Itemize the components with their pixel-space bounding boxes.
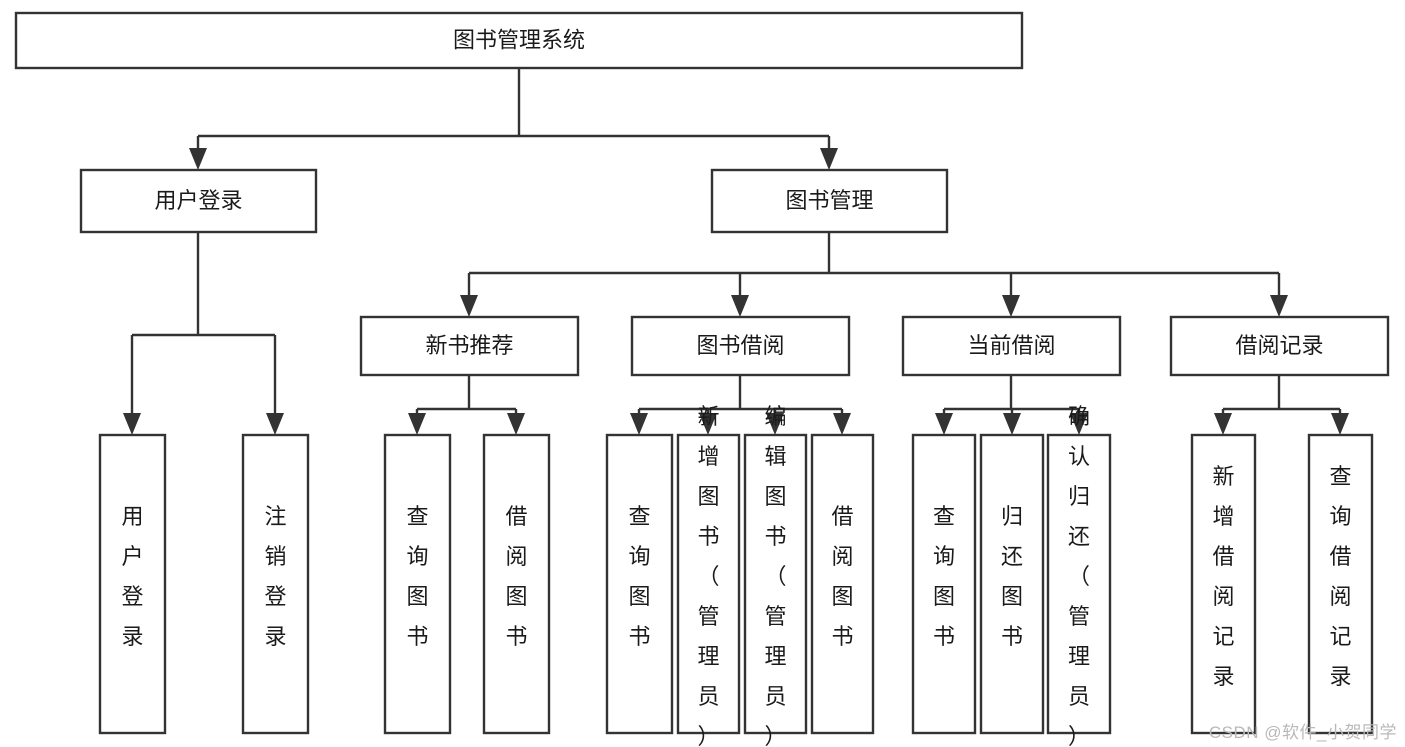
node-label: 注销登录 <box>264 504 286 649</box>
arrow-head-icon <box>766 413 784 435</box>
node-box[interactable] <box>482 433 551 735</box>
node-leaf-borrow-book-rec[interactable]: 借阅图书 <box>482 433 551 735</box>
node-box[interactable] <box>979 433 1045 735</box>
node-box[interactable] <box>743 433 808 735</box>
node-label: 当前借阅 <box>967 333 1055 358</box>
connector-user-login-to-leaves <box>130 232 277 415</box>
arrow-head-icon <box>820 148 838 170</box>
node-box[interactable] <box>1307 433 1374 735</box>
node-label: 编辑图书（管理员） <box>764 404 786 747</box>
node-leaf-query-borrow-record[interactable]: 查询借阅记录 <box>1307 433 1374 735</box>
arrow-head-icon <box>460 295 478 317</box>
node-borrow-record[interactable]: 借阅记录 <box>1169 315 1390 377</box>
node-leaf-edit-book-admin[interactable]: 编辑图书（管理员） <box>743 404 808 747</box>
node-box[interactable] <box>14 11 1024 70</box>
node-leaf-query-book-rec[interactable]: 查询图书 <box>383 433 452 735</box>
node-label: 归还图书 <box>1001 504 1023 649</box>
arrow-head-icon <box>123 413 141 435</box>
node-box[interactable] <box>98 433 167 735</box>
arrow-head-icon <box>1331 413 1349 435</box>
arrow-head-icon <box>1214 413 1232 435</box>
connector-book-borrow-to-leaves <box>637 375 844 415</box>
node-box[interactable] <box>901 315 1122 377</box>
node-new-book-recommend[interactable]: 新书推荐 <box>359 315 580 377</box>
node-box[interactable] <box>79 168 318 234</box>
arrow-head-icon <box>935 413 953 435</box>
node-leaf-user-logout[interactable]: 注销登录 <box>241 433 310 735</box>
node-box[interactable] <box>1046 433 1112 735</box>
node-label: 借阅图书 <box>505 504 527 649</box>
node-label: 图书借阅 <box>696 333 784 358</box>
node-leaf-borrow-book[interactable]: 借阅图书 <box>810 433 875 735</box>
node-box[interactable] <box>1169 315 1390 377</box>
node-layer: 图书管理系统用户登录图书管理新书推荐图书借阅当前借阅借阅记录用户登录注销登录查询… <box>14 11 1390 747</box>
node-book-manage[interactable]: 图书管理 <box>710 168 949 234</box>
connector-borrow-record-to-leaves <box>1221 375 1342 415</box>
arrow-head-icon <box>1002 295 1020 317</box>
arrow-head-icon <box>699 413 717 435</box>
node-label: 新增借阅记录 <box>1212 464 1234 689</box>
node-box[interactable] <box>630 315 851 377</box>
node-current-borrow[interactable]: 当前借阅 <box>901 315 1122 377</box>
node-box[interactable] <box>676 433 741 735</box>
arrow-head-icon <box>1003 413 1021 435</box>
node-label: 借阅图书 <box>831 504 853 649</box>
node-label: 用户登录 <box>121 504 143 649</box>
node-label: 查询图书 <box>406 504 428 649</box>
node-label: 新增图书（管理员） <box>697 404 719 747</box>
arrow-head-icon <box>1070 413 1088 435</box>
node-box[interactable] <box>710 168 949 234</box>
node-label: 查询图书 <box>628 504 650 649</box>
node-user-login[interactable]: 用户登录 <box>79 168 318 234</box>
node-label: 借阅记录 <box>1235 333 1323 358</box>
arrow-head-icon <box>833 413 851 435</box>
arrow-head-icon <box>189 148 207 170</box>
connector-current-borrow-to-leaves <box>942 375 1081 415</box>
node-leaf-query-book-current[interactable]: 查询图书 <box>911 433 977 735</box>
node-book-borrow[interactable]: 图书借阅 <box>630 315 851 377</box>
node-root[interactable]: 图书管理系统 <box>14 11 1024 70</box>
arrow-head-icon <box>731 295 749 317</box>
node-leaf-confirm-return-admin[interactable]: 确认归还（管理员） <box>1046 404 1112 747</box>
node-leaf-add-borrow-record[interactable]: 新增借阅记录 <box>1190 433 1257 735</box>
arrow-head-icon <box>1270 295 1288 317</box>
arrow-head-icon <box>630 413 648 435</box>
node-label: 确认归还（管理员） <box>1068 404 1090 747</box>
node-leaf-add-book-admin[interactable]: 新增图书（管理员） <box>676 404 741 747</box>
node-box[interactable] <box>241 433 310 735</box>
node-box[interactable] <box>605 433 674 735</box>
connector-new-book-to-leaves <box>415 375 518 415</box>
arrow-head-icon <box>408 413 426 435</box>
node-label: 查询图书 <box>933 504 955 649</box>
node-leaf-return-book[interactable]: 归还图书 <box>979 433 1045 735</box>
node-leaf-query-book-borrow[interactable]: 查询图书 <box>605 433 674 735</box>
node-leaf-user-login[interactable]: 用户登录 <box>98 433 167 735</box>
node-box[interactable] <box>359 315 580 377</box>
node-box[interactable] <box>383 433 452 735</box>
node-label: 新书推荐 <box>425 333 513 358</box>
node-box[interactable] <box>810 433 875 735</box>
arrow-head-icon <box>507 413 525 435</box>
node-box[interactable] <box>1190 433 1257 735</box>
node-label: 图书管理 <box>785 188 873 213</box>
connector-root-to-l1 <box>196 68 831 150</box>
connector-book-manage-to-l2 <box>467 232 1281 297</box>
arrow-head-icon <box>266 413 284 435</box>
connector-layer <box>123 68 1349 435</box>
node-label: 图书管理系统 <box>453 27 585 52</box>
node-label: 用户登录 <box>154 188 242 213</box>
node-box[interactable] <box>911 433 977 735</box>
node-label: 查询借阅记录 <box>1329 464 1351 689</box>
